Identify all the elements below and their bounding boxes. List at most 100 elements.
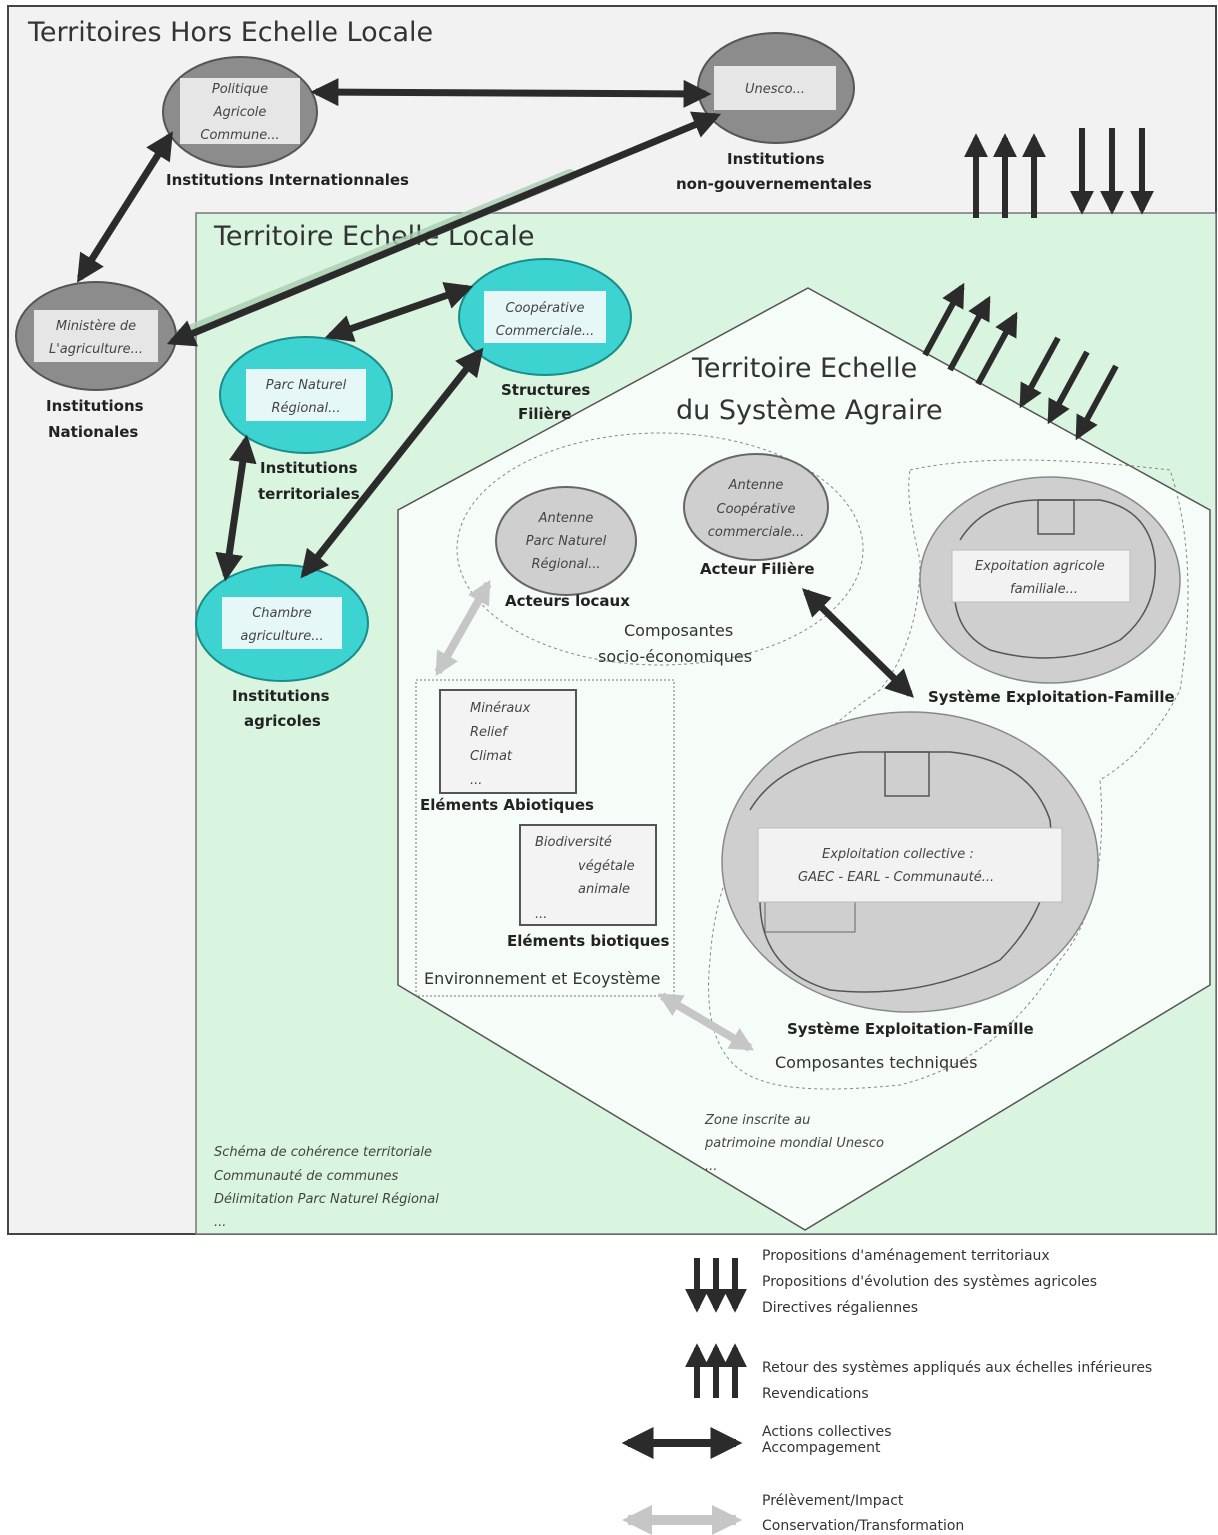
legend-down-0: Propositions d'aménagement territoriaux [762, 1248, 1050, 1264]
legend: Propositions d'aménagement territoriaux … [621, 1248, 1152, 1535]
antenne-parc-line-2: Régional... [531, 557, 600, 572]
family-farm-schema [953, 499, 1156, 659]
socio-label-line2: socio-économiques [598, 647, 752, 666]
antenne-coop-node [683, 453, 829, 561]
local-down-arrows [1019, 336, 1119, 441]
agrarian-title-line1: Territoire Echelle [691, 353, 917, 384]
chambre-line-0: Chambre [252, 606, 312, 621]
arrow-parc-chambre [215, 434, 257, 582]
pac-line-1: Agricole [213, 105, 267, 120]
pac-label: Institutions Internationnales [166, 171, 409, 189]
collective-farm-label: Système Exploitation-Famille [787, 1020, 1034, 1038]
cooperative-label-line1: Structures [501, 381, 590, 399]
techniques-label: Composantes techniques [775, 1053, 977, 1072]
socio-label-line1: Composantes [624, 621, 733, 640]
environment-label: Environnement et Ecoystème [424, 969, 660, 988]
arrow-parc-cooperative [324, 282, 474, 342]
unesco-label-line1: Institutions [727, 150, 825, 168]
ministere-label-line1: Institutions [46, 397, 144, 415]
legend-down-1: Propositions d'évolution des systèmes ag… [762, 1274, 1097, 1290]
agrarian-note-1: patrimoine mondial Unesco [704, 1136, 884, 1151]
unesco-label-line2: non-gouvernementales [676, 175, 872, 193]
abiotic-line-3: ... [470, 773, 482, 788]
collective-farm-schema-box [884, 751, 930, 797]
arrow-environment-techniques [657, 992, 755, 1052]
local-note-1: Communauté de communes [214, 1169, 399, 1184]
ministere-line-1: L'agriculture... [49, 342, 143, 357]
chambre-label-line2: agricoles [244, 712, 321, 730]
abiotic-line-2: Climat [470, 749, 513, 764]
family-farm-label-box [951, 549, 1131, 603]
cooperative-label-line2: Filière [518, 405, 571, 423]
agrarian-note-0: Zone inscrite au [704, 1113, 810, 1128]
unesco-text: Unesco... [745, 82, 805, 97]
collective-farm-line-1: GAEC - EARL - Communauté... [798, 870, 994, 885]
biotic-line-0: Biodiversité [535, 835, 612, 850]
ministere-label-line2: Nationales [48, 423, 138, 441]
legend-down-arrows-icon [685, 1258, 747, 1313]
legend-up-arrows-icon [685, 1343, 747, 1398]
parc-line-1: Régional... [271, 401, 340, 416]
legend-up-1: Revendications [762, 1386, 869, 1402]
abiotic-box [439, 689, 577, 794]
family-farm-line-1: familiale... [1010, 582, 1078, 597]
antenne-coop-line-0: Antenne [728, 478, 784, 493]
biotic-line-1: végétale [578, 859, 635, 874]
collective-farm-label-box [757, 827, 1063, 903]
cooperative-line-1: Commerciale... [496, 324, 594, 339]
local-note-3: ... [214, 1215, 226, 1230]
collective-farm-line-0: Exploitation collective : [822, 847, 974, 862]
chambre-label-line1: Institutions [232, 687, 330, 705]
antenne-coop-line-2: commerciale... [708, 525, 805, 540]
cooperative-line-0: Coopérative [506, 301, 585, 316]
antenne-parc-label: Acteurs locaux [505, 592, 630, 610]
antenne-coop-label: Acteur Filière [700, 560, 815, 578]
legend-dark-1: Accompagement [762, 1440, 881, 1456]
antenne-parc-line-0: Antenne [538, 511, 594, 526]
local-note-0: Schéma de cohérence territoriale [214, 1145, 432, 1160]
arrow-acteurs-environment [434, 579, 492, 677]
environment-box [415, 679, 675, 997]
local-note-2: Délimitation Parc Naturel Régional [214, 1192, 439, 1207]
family-farm-line-0: Expoitation agricole [975, 559, 1105, 574]
outer-up-arrows [964, 133, 1046, 218]
unesco-label-box [714, 66, 836, 110]
abiotic-label: Eléments Abiotiques [420, 796, 594, 814]
abiotic-line-0: Minéraux [470, 701, 531, 716]
arrow-pac-ministere [77, 131, 173, 283]
agrarian-note-2: ... [705, 1159, 717, 1174]
legend-dark-0: Actions collectives [762, 1424, 892, 1440]
chambre-line-1: agriculture... [240, 629, 323, 644]
antenne-coop-line-1: Coopérative [717, 502, 796, 517]
arrow-unesco-ministere [166, 111, 722, 347]
ministere-label-box [34, 310, 158, 362]
parc-line-0: Parc Naturel [266, 378, 347, 393]
outer-down-arrows [1070, 128, 1154, 215]
parc-label-line2: territoriales [258, 485, 360, 503]
arrow-pac-unesco [310, 78, 712, 108]
outer-zone-title: Territoires Hors Echelle Locale [27, 17, 433, 48]
legend-up-0: Retour des systèmes appliqués aux échell… [762, 1360, 1152, 1376]
biotic-box [519, 824, 657, 926]
pac-line-2: Commune... [200, 128, 279, 143]
chambre-label-box [222, 597, 342, 649]
antenne-parc-line-1: Parc Naturel [526, 534, 607, 549]
legend-light-1: Conservation/Transformation [762, 1518, 964, 1534]
family-farm-label: Système Exploitation-Famille [928, 688, 1175, 706]
family-farm-schema-box [1037, 499, 1075, 535]
arrow-cooperative-chambre [300, 347, 484, 579]
biotic-line-2: animale [578, 882, 630, 897]
parc-label-line1: Institutions [260, 459, 358, 477]
arrow-filiere-family-farm [802, 588, 914, 698]
legend-down-2: Directives régaliennes [762, 1300, 918, 1316]
legend-light-0: Prélèvement/Impact [762, 1493, 904, 1509]
ministere-line-0: Ministère de [56, 319, 136, 334]
biotic-line-3: ... [535, 907, 547, 922]
biotic-label: Eléments biotiques [507, 932, 669, 950]
local-up-arrows [922, 282, 1018, 386]
local-zone-title: Territoire Echelle Locale [213, 221, 534, 252]
agrarian-title-line2: du Système Agraire [676, 395, 943, 426]
pac-line-0: Politique [212, 82, 268, 97]
abiotic-line-1: Relief [470, 725, 509, 740]
